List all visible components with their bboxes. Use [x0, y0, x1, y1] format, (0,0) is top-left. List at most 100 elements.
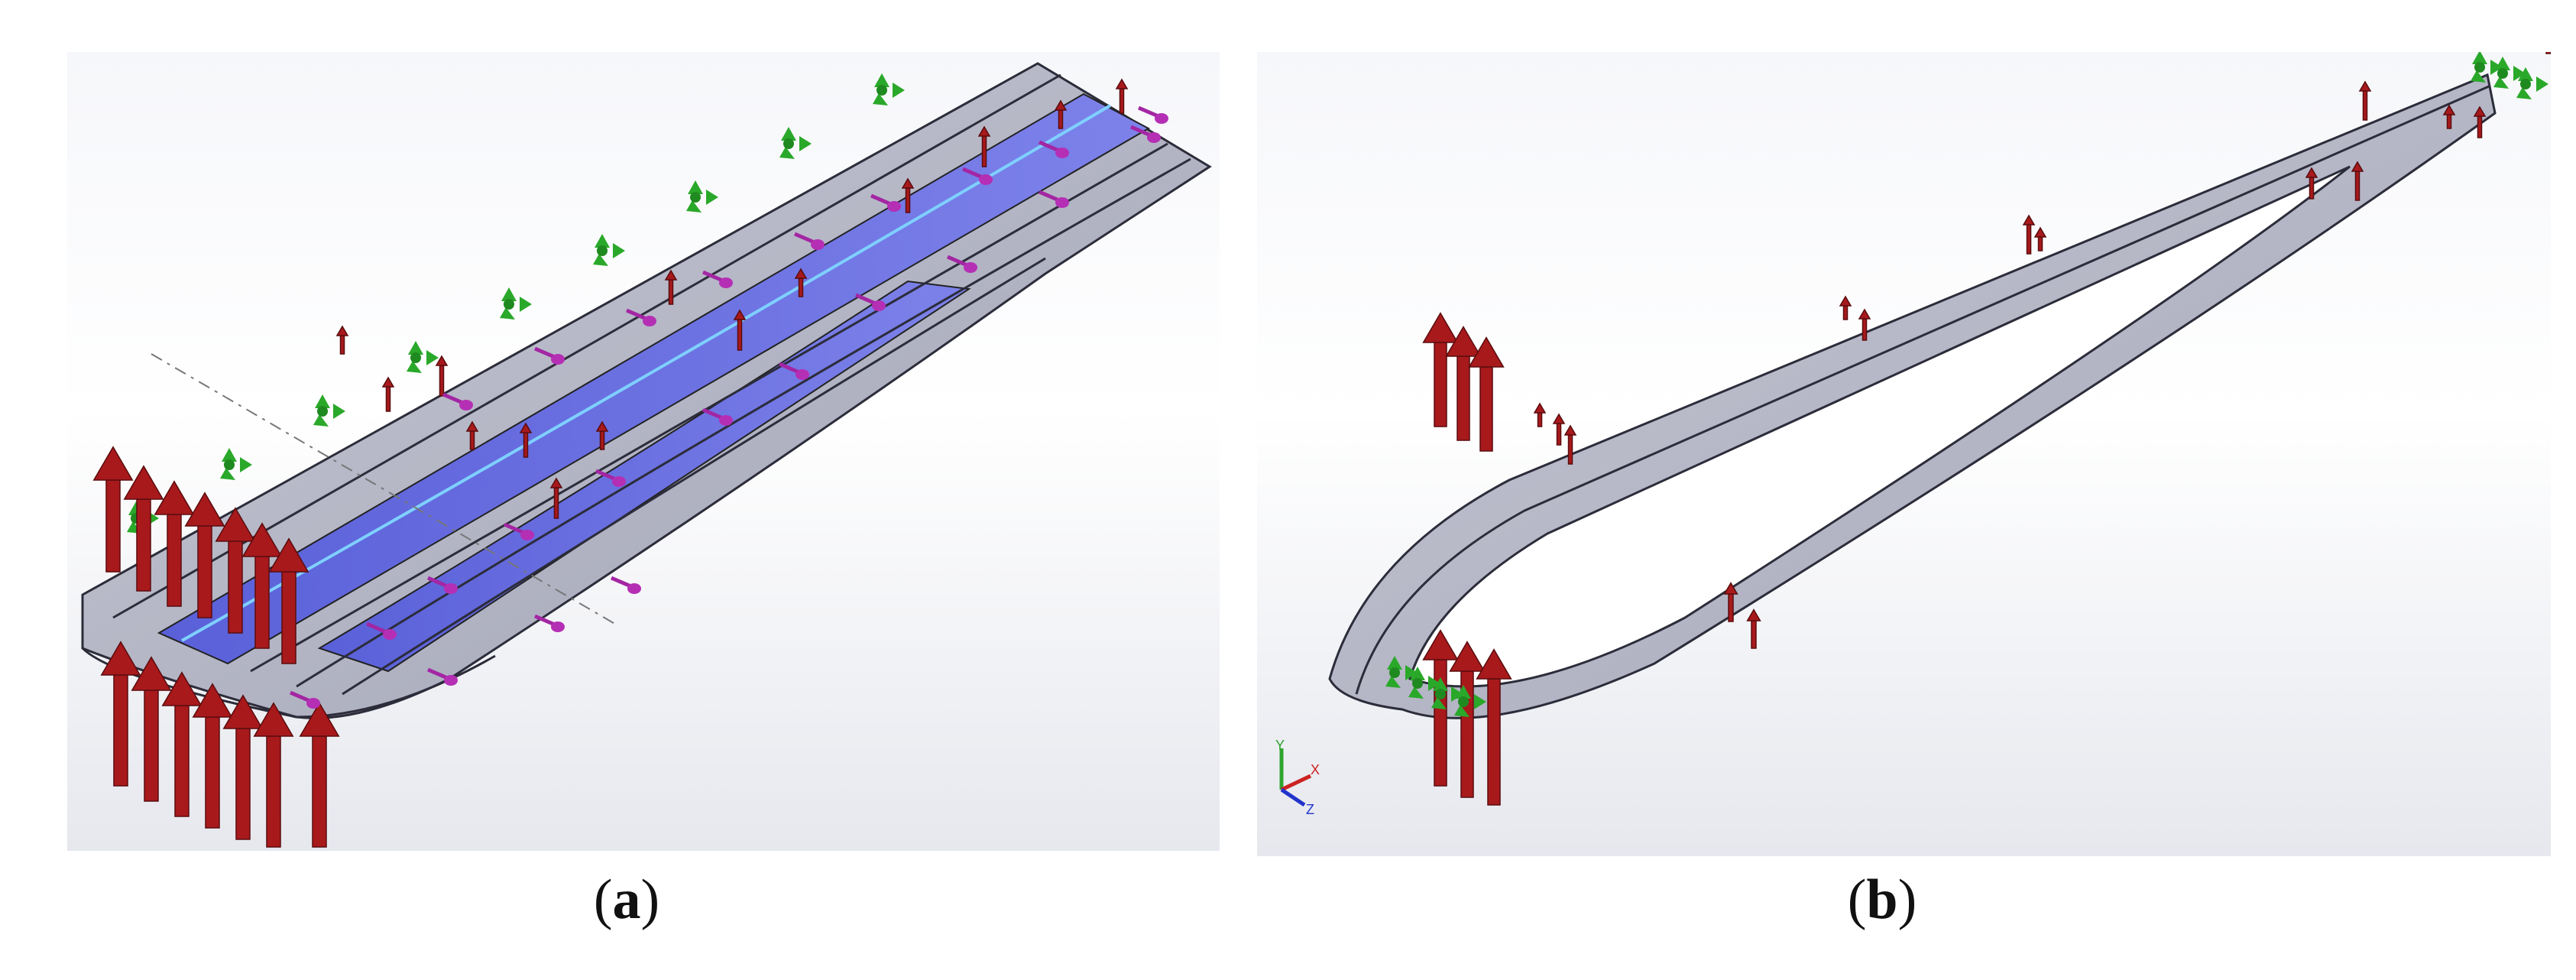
pressure-icon — [870, 193, 901, 212]
fixture-icon — [1454, 685, 1486, 717]
load-arrow-small — [2033, 226, 2047, 251]
pressure-icon — [534, 346, 565, 365]
load-arrow-large — [1468, 336, 1505, 452]
fixture-icon — [2516, 67, 2548, 99]
pressure-icon — [702, 407, 733, 426]
pressure-icon — [1130, 125, 1161, 143]
load-arrow-small — [2305, 167, 2318, 200]
load-arrow-small — [519, 422, 533, 458]
fixture-icon — [779, 127, 812, 159]
load-arrow-small — [381, 376, 395, 412]
fixture-icon — [313, 394, 345, 427]
load-arrow-large — [192, 683, 233, 829]
pressure-icon — [427, 576, 458, 594]
section-line — [1355, 85, 2490, 695]
fixture-icon — [500, 287, 532, 320]
load-arrow-small — [1054, 99, 1068, 129]
load-arrow-small — [977, 125, 991, 167]
panel-b-caption: (b) — [1847, 868, 1917, 931]
fixture-icon — [2471, 52, 2503, 83]
section-line — [250, 142, 1168, 673]
panel-a-viewport — [67, 52, 1220, 851]
pressure-icon — [534, 614, 565, 632]
wing-model-b: Y X Z — [1275, 52, 2551, 817]
load-arrow-small — [549, 477, 563, 519]
load-arrow-small — [2022, 214, 2036, 255]
fixture-icon — [1385, 656, 1418, 688]
selected-face-upper — [157, 92, 1151, 665]
pressure-icon — [611, 576, 641, 594]
triad-y-label: Y — [1275, 738, 1285, 753]
load-arrow-small — [664, 269, 678, 305]
panel-b-letter: b — [1866, 868, 1898, 931]
load-arrow-small — [1563, 424, 1577, 465]
load-arrow-small — [1552, 413, 1566, 446]
pressure-icon — [702, 270, 733, 288]
load-arrow-large — [253, 702, 294, 848]
fixture-icon — [220, 448, 252, 480]
pressure-icon — [1138, 105, 1168, 124]
pressure-icon — [427, 667, 458, 686]
load-arrow-large — [1476, 648, 1512, 806]
load-arrow-large — [154, 480, 195, 607]
fixture-icon — [686, 180, 718, 213]
pressure-icon — [290, 690, 320, 709]
load-arrow-small — [1533, 402, 1547, 427]
pressure-icon — [366, 621, 397, 640]
load-arrow-small — [2442, 104, 2456, 129]
load-arrow-small — [435, 355, 449, 397]
load-arrow-large — [123, 465, 164, 592]
pressure-icon — [779, 362, 809, 380]
pressure-icon — [1039, 190, 1069, 208]
fixture-icon — [1408, 667, 1440, 699]
load-arrow-small — [2473, 105, 2487, 138]
fixture-icon — [1431, 677, 1463, 709]
load-arrow-small — [901, 177, 915, 213]
load-arrow-large — [161, 671, 203, 817]
load-arrow-small — [2358, 80, 2372, 121]
pressure-icon — [442, 392, 473, 410]
load-arrow-small — [2351, 161, 2364, 201]
panel-a-caption: (a) — [593, 868, 660, 931]
load-arrow-small — [595, 420, 609, 450]
load-arrow-small — [794, 268, 808, 297]
load-arrow-small — [1746, 608, 1761, 649]
pressure-icon — [504, 522, 534, 540]
load-arrow-large — [241, 522, 283, 649]
selected-face-highlight — [181, 104, 1112, 642]
load-arrow-small — [1839, 295, 1852, 320]
load-arrow-large — [215, 507, 256, 634]
pressure-icon — [595, 469, 626, 487]
triad-z-label: Z — [1306, 802, 1314, 817]
load-arrow-small — [335, 325, 349, 355]
pressure-icon — [947, 255, 977, 273]
reference-axis — [151, 353, 618, 626]
load-arrow-large — [1445, 326, 1482, 441]
load-arrow-small — [465, 420, 479, 450]
pressure-icon — [794, 232, 825, 250]
fixture-icon — [593, 234, 625, 266]
load-arrow-small — [1723, 582, 1738, 622]
load-arrow-large — [131, 656, 172, 802]
pressure-icon — [1039, 140, 1069, 158]
section-line — [342, 257, 1046, 696]
panel-a-letter: a — [612, 868, 641, 931]
load-arrow-small — [2545, 52, 2551, 54]
fixture-icon — [407, 341, 439, 373]
load-arrow-large — [184, 492, 225, 618]
pressure-icon — [962, 167, 993, 185]
load-arrow-small — [1115, 78, 1129, 114]
load-arrow-small — [733, 309, 747, 351]
wing-model-a — [81, 62, 1212, 848]
wing-skin-opening — [1408, 165, 2351, 688]
triad-x-label: X — [1311, 762, 1320, 777]
panel-b-viewport: Y X Z — [1257, 52, 2551, 856]
section-line — [296, 157, 1191, 688]
load-arrow-large — [100, 641, 141, 787]
load-arrow-small — [1858, 308, 1871, 341]
fixture-icon — [873, 73, 905, 105]
section-line — [112, 73, 1061, 619]
load-arrow-large — [92, 446, 134, 573]
pressure-icon — [855, 293, 886, 311]
pressure-icon — [626, 308, 656, 326]
